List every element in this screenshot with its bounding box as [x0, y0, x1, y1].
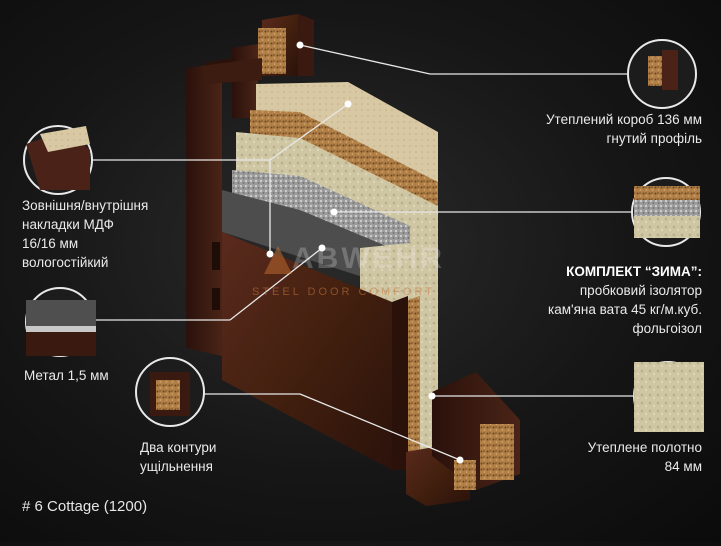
label-leaf: Утеплене полотно 84 мм	[500, 438, 702, 476]
callout-lines	[92, 44, 634, 461]
detail-circle-foil	[631, 177, 701, 247]
detail-circle-seal	[135, 357, 205, 427]
label-zima-line-2: кам'яна вата 45 кг/м.куб.	[548, 302, 702, 317]
detail-circle-mdf	[23, 125, 93, 195]
callout-dots	[266, 41, 464, 464]
label-zima-line-3: фольгоізол	[632, 321, 703, 336]
label-leaf-line-1: Утеплене полотно	[587, 440, 702, 455]
label-seal: Два контури ущільнення	[140, 438, 216, 476]
label-zima-line-1: пробковий ізолятор	[579, 283, 702, 298]
label-mdf-line-3: 16/16 мм	[22, 236, 79, 251]
detail-circle-metal	[25, 287, 96, 357]
model-caption: # 6 Cottage (1200)	[22, 498, 148, 515]
label-seal-line-2: ущільнення	[140, 459, 213, 474]
label-box: Утеплений короб 136 мм гнутий профіль	[470, 110, 702, 148]
label-seal-line-1: Два контури	[140, 440, 217, 455]
label-mdf-line-2: накладки МДФ	[22, 217, 114, 232]
label-mdf-line-1: Зовнішня/внутрішня	[22, 198, 149, 213]
brand-logo-icon	[264, 246, 292, 274]
label-zima: КОМПЛЕКТ “ЗИМА”: пробковий ізолятор кам'…	[460, 262, 702, 338]
brand-tagline: STEEL DOOR COMFORT	[252, 286, 435, 298]
detail-circle-box	[627, 39, 697, 109]
detail-circle-wool	[633, 361, 704, 432]
frame-box	[206, 14, 314, 118]
label-mdf-line-4: вологостійкий	[22, 255, 109, 270]
label-box-line-1: Утеплений короб 136 мм	[545, 112, 702, 127]
brand-watermark: ABWEHR STEEL DOOR COMFORT	[252, 242, 472, 302]
label-box-line-2: гнутий профіль	[606, 131, 703, 146]
label-mdf: Зовнішня/внутрішня накладки МДФ 16/16 мм…	[22, 196, 148, 272]
bottom-frame-seals	[406, 372, 520, 506]
label-leaf-line-2: 84 мм	[664, 459, 702, 474]
door-leaf-layers	[222, 82, 438, 470]
label-zima-title: КОМПЛЕКТ “ЗИМА”:	[566, 264, 702, 279]
outer-mdf-panel	[186, 58, 262, 356]
brand-name: ABWEHR	[292, 242, 445, 275]
label-metal: Метал 1,5 мм	[24, 368, 109, 383]
